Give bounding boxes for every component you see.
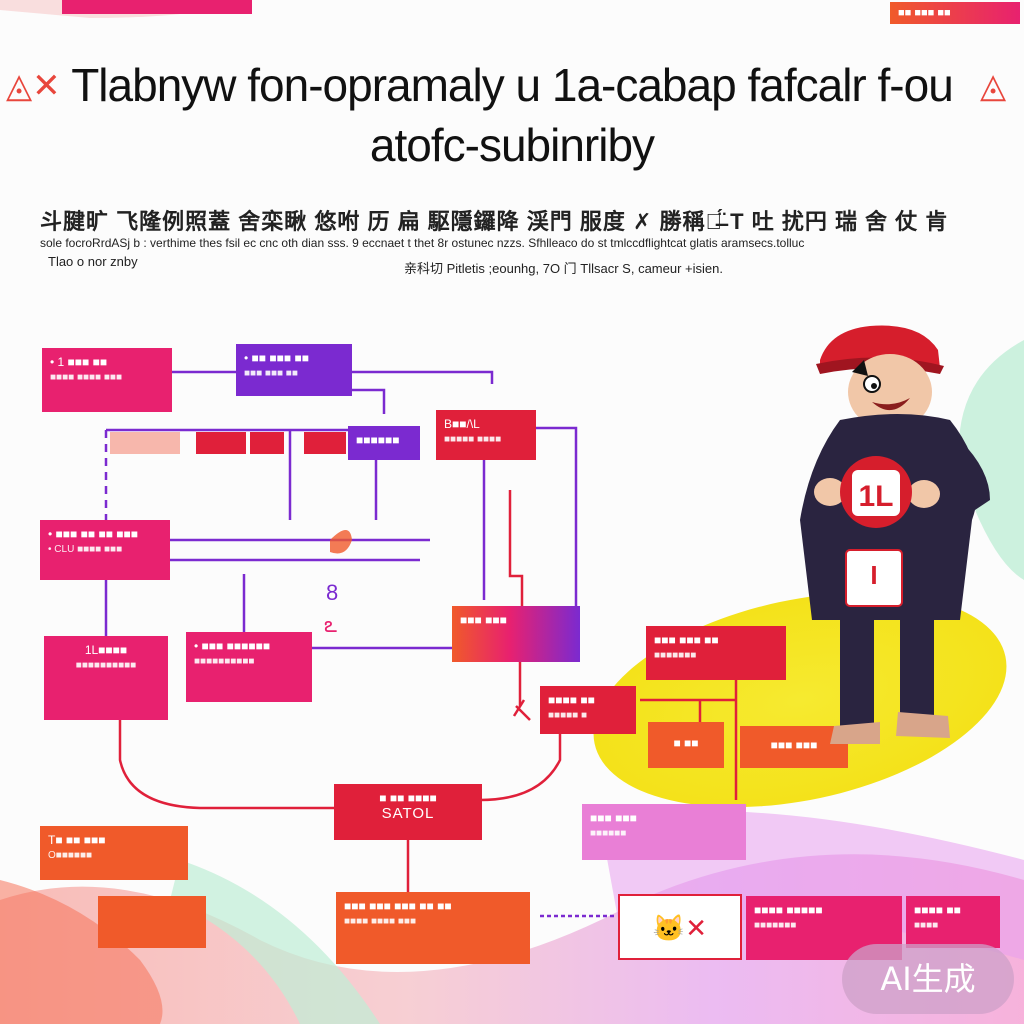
flow-node-6: 1L■■■■■■■■■■■■■■ bbox=[44, 636, 168, 720]
flow-node-5: • ■■■ ■■ ■■ ■■■• CLU ■■■■ ■■■ bbox=[40, 520, 170, 580]
cat-icon-panel: 🐱✕ bbox=[618, 894, 742, 960]
flow-node-7: • ■■■ ■■■■■■■■■■■■■■■■ bbox=[186, 632, 312, 702]
flow-node-9: ■■■ ■■■ ■■■■■■■■■ bbox=[646, 626, 786, 680]
right-ornament-icon: ◬ bbox=[980, 67, 1007, 105]
mascot-sign-text: 1L bbox=[858, 480, 893, 513]
flow-node-17: ■■■■ ■■■■■■■■■■■■ bbox=[746, 896, 902, 960]
flow-node-14: ■■■ ■■■■■■■■■ bbox=[582, 804, 746, 860]
svg-text:8: 8 bbox=[326, 580, 338, 605]
flow-node-8: ■■■ ■■■ bbox=[452, 606, 580, 662]
subtitle-text-2: Tlao o nor znby bbox=[48, 254, 138, 269]
page-title: Tlabnyw fon-opramaly u 1a-cabap fafcalr … bbox=[71, 59, 954, 111]
subtitle-text: sole focroRrdASj b : verthime thes fsil … bbox=[40, 236, 805, 250]
flow-node-blank bbox=[98, 896, 206, 948]
flow-node-2: • ■■ ■■■ ■■■■■ ■■■ ■■ bbox=[236, 344, 352, 396]
flow-node-16: ■■■ ■■■ ■■■ ■■ ■■■■■■ ■■■■ ■■■ bbox=[336, 892, 530, 964]
mascot-badge-text: I bbox=[870, 560, 877, 590]
svg-text:ఽ: ఽ bbox=[324, 612, 337, 637]
flow-node-13: ■ ■■ ■■■■SATOL bbox=[334, 784, 482, 840]
page-title-line-2: atofc-subinriby bbox=[369, 119, 655, 171]
flow-node-1: • 1 ■■■ ■■■■■■ ■■■■ ■■■ bbox=[42, 348, 172, 412]
flow-node-10: ■■■■ ■■■■■■■ ■ bbox=[540, 686, 636, 734]
flow-node-3: ■■■■■■ bbox=[348, 426, 420, 460]
flow-node-12: ■■■ ■■■ bbox=[740, 726, 848, 768]
ai-generated-badge: AI生成 bbox=[842, 944, 1014, 1014]
top-left-banner bbox=[62, 0, 252, 14]
cat-icon: 🐱✕ bbox=[652, 913, 708, 943]
flow-node-18: ■■■■ ■■■■■■ bbox=[906, 896, 1000, 948]
subtitle-text-3: 亲科切 Pitletis ;eounhg, 7O 门 Tllsacr S, ca… bbox=[404, 261, 723, 276]
top-right-tag: ■■ ■■■ ■■ bbox=[890, 2, 1020, 24]
flow-node-15: T■ ■■ ■■■O■■■■■■ bbox=[40, 826, 188, 880]
flow-node-4: B■■/\L■■■■■ ■■■■ bbox=[436, 410, 536, 460]
subtitle-heading: 斗腱旷 飞隆例照蓋 舍栾瞅 悠咐 历 扁 駆隱鑼降 渓門 服度 ✗ 勝稱孓̶̈́… bbox=[40, 209, 949, 234]
flow-node-11: ■ ■■ bbox=[648, 722, 724, 768]
left-ornament-icon: ◬✕ bbox=[6, 67, 61, 105]
